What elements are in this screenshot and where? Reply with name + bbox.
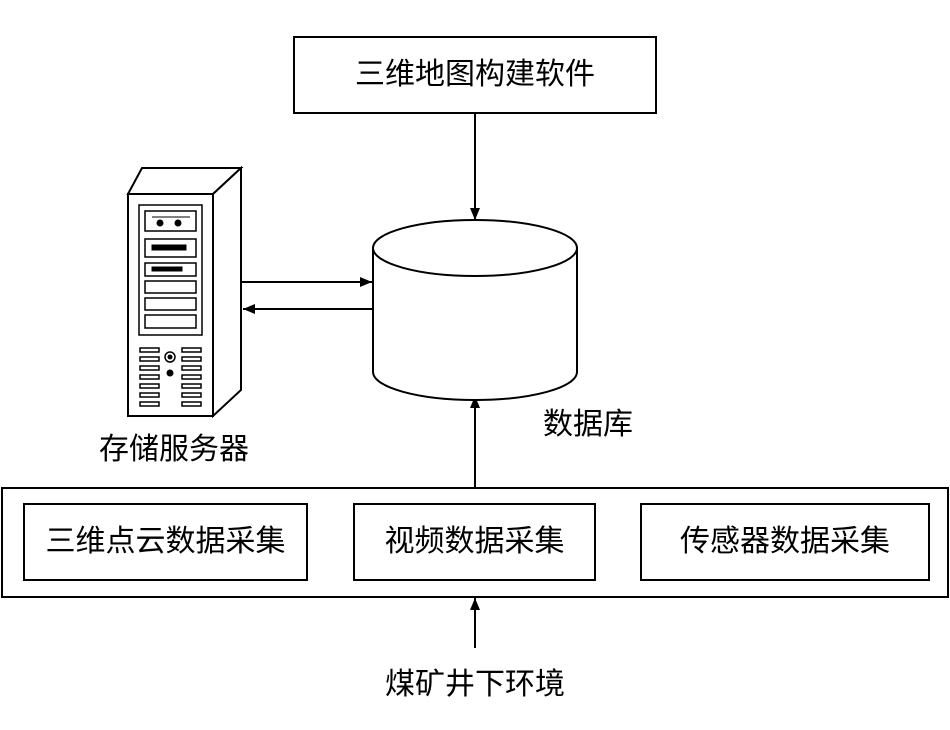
point-cloud-collection-box: 三维点云数据采集 <box>23 503 308 581</box>
video-collection-label: 视频数据采集 <box>384 524 565 559</box>
software-label: 三维地图构建软件 <box>355 57 595 92</box>
database-cylinder-icon <box>372 219 578 401</box>
point-cloud-collection-label: 三维点云数据采集 <box>45 524 286 559</box>
sensor-collection-label: 传感器数据采集 <box>680 524 890 559</box>
server-tower-icon <box>126 165 244 419</box>
sensor-collection-box: 传感器数据采集 <box>640 503 930 581</box>
software-box: 三维地图构建软件 <box>293 36 657 114</box>
server-label: 存储服务器 <box>99 432 249 467</box>
video-collection-box: 视频数据采集 <box>353 503 596 581</box>
environment-label: 煤矿井下环境 <box>385 667 565 702</box>
database-label: 数据库 <box>543 407 633 442</box>
